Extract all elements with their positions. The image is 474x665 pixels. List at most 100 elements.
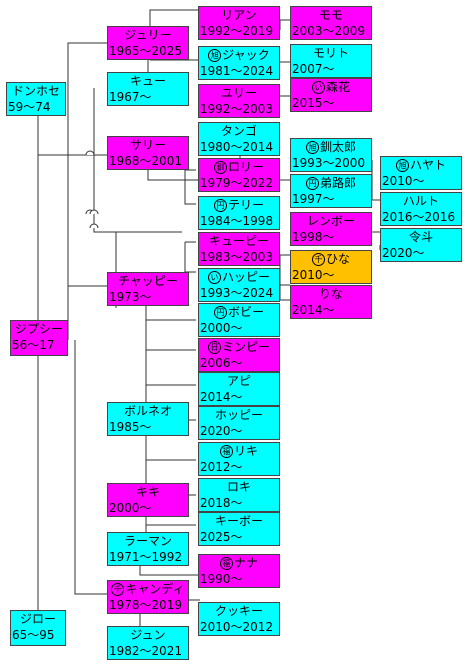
dog-name: モリト [292, 45, 370, 61]
connector [279, 19, 290, 97]
connector [67, 42, 107, 595]
dog-name: 円テリー [200, 197, 278, 213]
dog-node-cookie: クッキー 2010〜2012 [198, 602, 280, 636]
dog-years: 1979〜2022 [200, 176, 274, 190]
dog-name: リアン [200, 7, 278, 23]
dog-name: ユリー [200, 85, 278, 101]
dog-name-text: キューピー [208, 234, 269, 248]
dog-years: 1973〜 [109, 290, 152, 304]
dog-years: 2012〜 [200, 460, 243, 474]
dog-name: レンボー [292, 213, 370, 229]
crossover-hump [89, 209, 99, 215]
dog-name-text: ハッピー [221, 270, 270, 284]
dog-name-text: ジロー [19, 612, 56, 626]
dog-node-qp: キューピー 1983〜2003 [198, 232, 280, 266]
dog-years: 2007〜 [292, 62, 335, 76]
dog-name-text: ジャック [222, 48, 270, 62]
crossover-hump [89, 223, 99, 229]
dog-years: 2010〜 [382, 174, 425, 188]
dog-years: 2010〜2012 [200, 620, 274, 634]
kennel-mark-icon: 千 [111, 583, 125, 596]
dog-years: 1982〜2021 [109, 644, 183, 658]
dog-name: ラーマン [109, 533, 187, 549]
dog-name-text: ラーマン [123, 534, 172, 548]
dog-years: 1978〜2019 [109, 598, 183, 612]
dog-years: 2015〜 [292, 96, 335, 110]
dog-node-rembo: レンボー 1998〜 [290, 212, 372, 246]
dog-name-text: ボルネオ [123, 404, 172, 418]
dog-name: 日ミンピー [200, 339, 278, 355]
dog-years: 1980〜2014 [200, 140, 274, 154]
dog-name-text: ユリー [220, 86, 257, 100]
kennel-mark-icon: 釧 [213, 161, 227, 174]
dog-years: 1998〜 [292, 230, 335, 244]
dog-name-text: クッキー [214, 604, 263, 618]
dog-name: ジロー [12, 611, 64, 627]
kennel-mark-icon: 旭 [208, 49, 222, 62]
dog-name-text: ジュン [130, 628, 166, 642]
dog-name-text: タンゴ [220, 124, 257, 138]
dog-name-text: レンボー [306, 214, 355, 228]
dog-name-text: キャンディ [125, 582, 185, 596]
dog-name: 千ひな [292, 251, 370, 267]
dog-name-text: リキ [233, 444, 258, 458]
dog-name: キュー [109, 73, 187, 89]
kennel-mark-icon: 福 [219, 445, 233, 458]
dog-name-text: 令斗 [408, 230, 433, 244]
dog-years: 2000〜 [200, 321, 243, 335]
dog-name-text: テリー [227, 198, 264, 212]
kennel-mark-icon: 円 [305, 177, 319, 190]
dog-years: 1971〜1992 [109, 550, 183, 564]
connector [10, 116, 39, 645]
dog-years: 1990〜 [200, 572, 243, 586]
dog-years: 2018〜 [200, 496, 243, 510]
dog-name: モモ [292, 7, 370, 23]
dog-name: りな [292, 286, 370, 302]
dog-name: クッキー [200, 603, 278, 619]
dog-name: 福ナナ [200, 555, 278, 571]
dog-years: 2014〜 [292, 303, 335, 317]
dog-name-text: キーボー [214, 514, 263, 528]
dog-name: 円ボビー [200, 304, 278, 320]
kennel-mark-icon: い [207, 271, 221, 284]
kennel-mark-icon: 旭 [305, 141, 319, 154]
dog-name-text: ジプシー [14, 322, 63, 336]
connector [184, 169, 196, 205]
dog-name: ジプシー [12, 321, 66, 337]
dog-years: 2010〜 [292, 268, 335, 282]
dog-name: 福リキ [200, 443, 278, 459]
dog-name-text: ホッピー [214, 408, 263, 422]
dog-years: 2020〜 [200, 424, 243, 438]
dog-years: 1993〜2000 [292, 156, 366, 170]
dog-years: 1983〜2003 [200, 250, 274, 264]
dog-node-hoppy: ホッピー 2020〜 [198, 406, 280, 440]
kennel-mark-icon: い [311, 81, 325, 94]
dog-name: タンゴ [200, 123, 278, 139]
dog-years: 56〜17 [12, 338, 55, 352]
dog-name: 釧ロリー [200, 159, 278, 175]
dog-name: 千キャンディ [109, 581, 187, 597]
dog-name: キューピー [200, 233, 278, 249]
kennel-mark-icon: 円 [213, 306, 227, 319]
dog-name: チャッピー [109, 273, 187, 289]
